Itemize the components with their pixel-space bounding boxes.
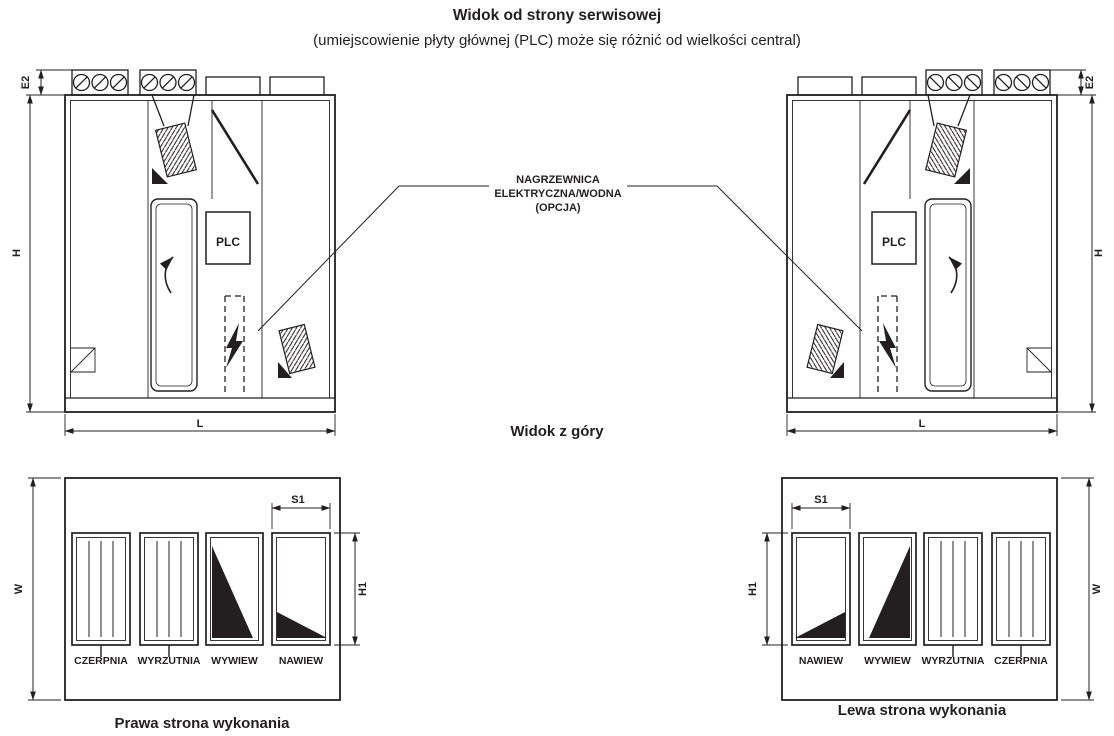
heater-callout-line2: ELEKTRYCZNA/WODNA xyxy=(494,188,621,200)
dim-label-s1-left: S1 xyxy=(291,494,304,506)
dim-label-h-right: H xyxy=(1093,249,1105,257)
dim-label-h-left: H xyxy=(11,249,23,257)
opening-label-wyrzutnia-left: WYRZUTNIA xyxy=(138,655,201,667)
opening-label-czerpnia-right: CZERPNIA xyxy=(994,655,1048,667)
opening-label-wywiew-left: WYWIEW xyxy=(211,655,258,667)
opening-label-nawiew-right: NAWIEW xyxy=(799,655,843,667)
heater-leader-left xyxy=(257,185,489,332)
opening-label-czerpnia-left: CZERPNIA xyxy=(74,655,128,667)
opening-label-wyrzutnia-right: WYRZUTNIA xyxy=(922,655,985,667)
plc-label-left: PLC xyxy=(216,235,240,249)
dim-label-s1-right: S1 xyxy=(814,494,827,506)
service-view-unit-right xyxy=(787,70,1096,436)
opening-label-wywiew-right: WYWIEW xyxy=(864,655,911,667)
dim-label-h1-right: H1 xyxy=(747,582,759,596)
dim-label-e2-left: E2 xyxy=(20,76,32,89)
heater-callout-line1: NAGRZEWNICA xyxy=(516,174,600,186)
dim-label-w-right: W xyxy=(1091,583,1103,594)
caption-left-version: Lewa strona wykonania xyxy=(838,702,1007,719)
opening-label-nawiew-left: NAWIEW xyxy=(279,655,323,667)
dim-label-l-right: L xyxy=(919,418,926,430)
heater-callout-line3: (OPCJA) xyxy=(535,202,581,214)
plc-label-right: PLC xyxy=(882,235,906,249)
heater-leader-right xyxy=(627,185,863,332)
dim-label-h1-left: H1 xyxy=(357,582,369,596)
caption-right-version: Prawa strona wykonania xyxy=(114,715,290,732)
service-view-unit-left xyxy=(26,70,335,436)
page-title: Widok od strony serwisowej xyxy=(453,7,661,24)
heater-callout: NAGRZEWNICA ELEKTRYCZNA/WODNA (OPCJA) xyxy=(257,174,863,332)
top-view-heading: Widok z góry xyxy=(510,423,604,440)
dim-label-e2-right: E2 xyxy=(1084,76,1096,89)
page-subtitle: (umiejscowienie płyty głównej (PLC) może… xyxy=(313,32,801,49)
dim-label-w-left: W xyxy=(13,583,25,594)
dim-label-l-left: L xyxy=(197,418,204,430)
